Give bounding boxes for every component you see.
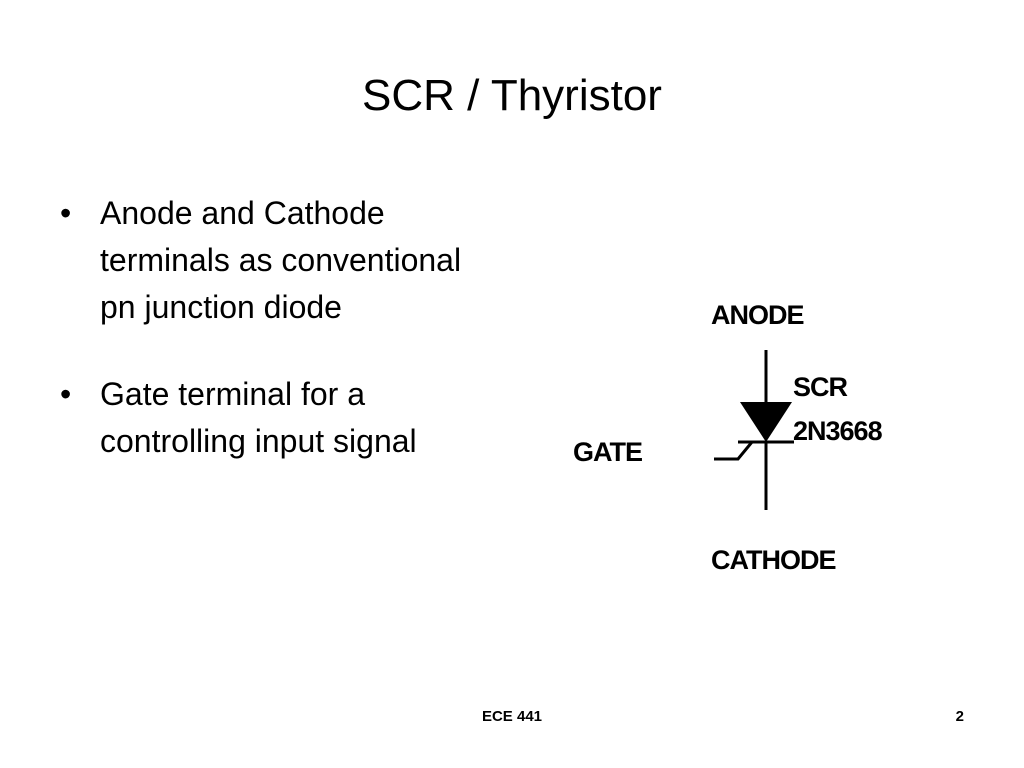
bullet-list: • Anode and Cathode terminals as convent… [60,190,480,505]
gate-label: GATE [573,437,643,467]
footer-course: ECE 441 [481,708,543,725]
anode-label: ANODE [711,300,805,330]
bullet-item-gate: • Gate terminal for a controlling input … [60,371,480,465]
bullet-mark: • [60,195,72,231]
bullet-text-terminals: Anode and Cathode terminals as conventio… [100,195,462,325]
cathode-label: CATHODE [711,545,836,575]
bullet-item-terminals: • Anode and Cathode terminals as convent… [60,190,480,331]
bullet-mark: • [60,376,72,412]
slide-title: SCR / Thyristor [362,71,662,120]
footer-page-number: 2 [955,708,964,725]
part-number-label: 2N3668 [793,416,883,446]
scr-symbol [714,350,794,510]
diode-triangle [740,402,792,442]
device-label: SCR [793,372,848,402]
bullet-text-gate: Gate terminal for a controlling input si… [100,376,417,459]
scr-symbol-diagram: ANODE SCR 2N3668 GATE CATHODE [560,290,940,590]
gate-lead [714,441,754,461]
